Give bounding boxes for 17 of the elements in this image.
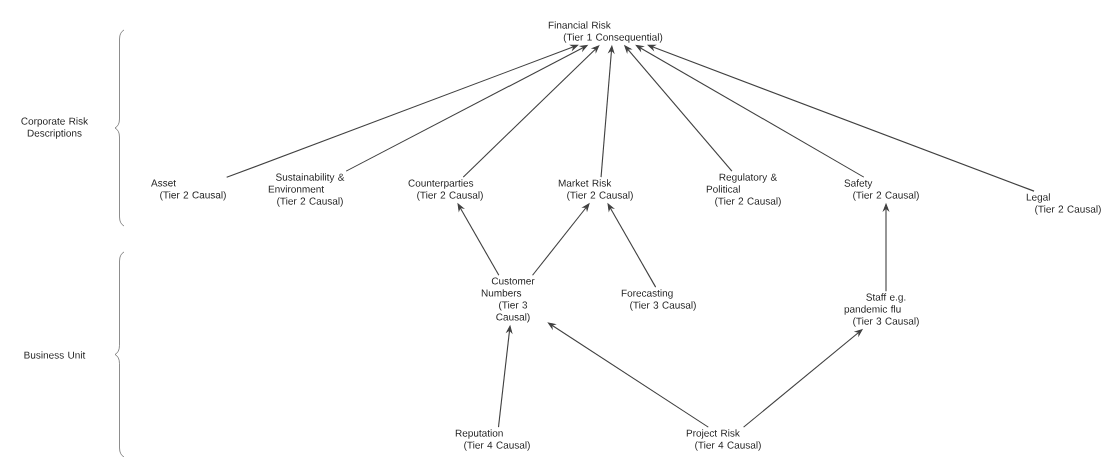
risk-label: Sustainability & Environment (Tier 2 Causal) <box>268 173 345 207</box>
risk-label: Financial Risk (Tier 1 Consequential) <box>548 21 663 43</box>
risk-label: Asset (Tier 2 Causal) <box>151 179 226 201</box>
risk-label: Market Risk (Tier 2 Causal) <box>558 179 633 201</box>
risk-label: Project Risk (Tier 4 Causal) <box>686 429 761 451</box>
arrow <box>647 44 1035 192</box>
risk-label: Safety (Tier 2 Causal) <box>844 179 919 201</box>
risk-label: Forecasting (Tier 3 Causal) <box>621 289 696 311</box>
risk-label: Counterparties (Tier 2 Causal) <box>408 179 483 201</box>
risk-label: Customer Numbers (Tier 3 Causal) <box>481 277 535 323</box>
group-label: Corporate Risk Descriptions <box>21 117 89 139</box>
group-label: Business Unit <box>24 351 86 359</box>
arrow <box>547 322 709 428</box>
risk-label: Staff e.g. pandemic flu (Tier 3 Causal) <box>844 293 919 327</box>
risk-label: Legal (Tier 2 Causal) <box>1026 193 1101 215</box>
risk-label: Regulatory & Political (Tier 2 Causal) <box>706 173 781 207</box>
risk-label: Reputation (Tier 4 Causal) <box>455 429 530 451</box>
